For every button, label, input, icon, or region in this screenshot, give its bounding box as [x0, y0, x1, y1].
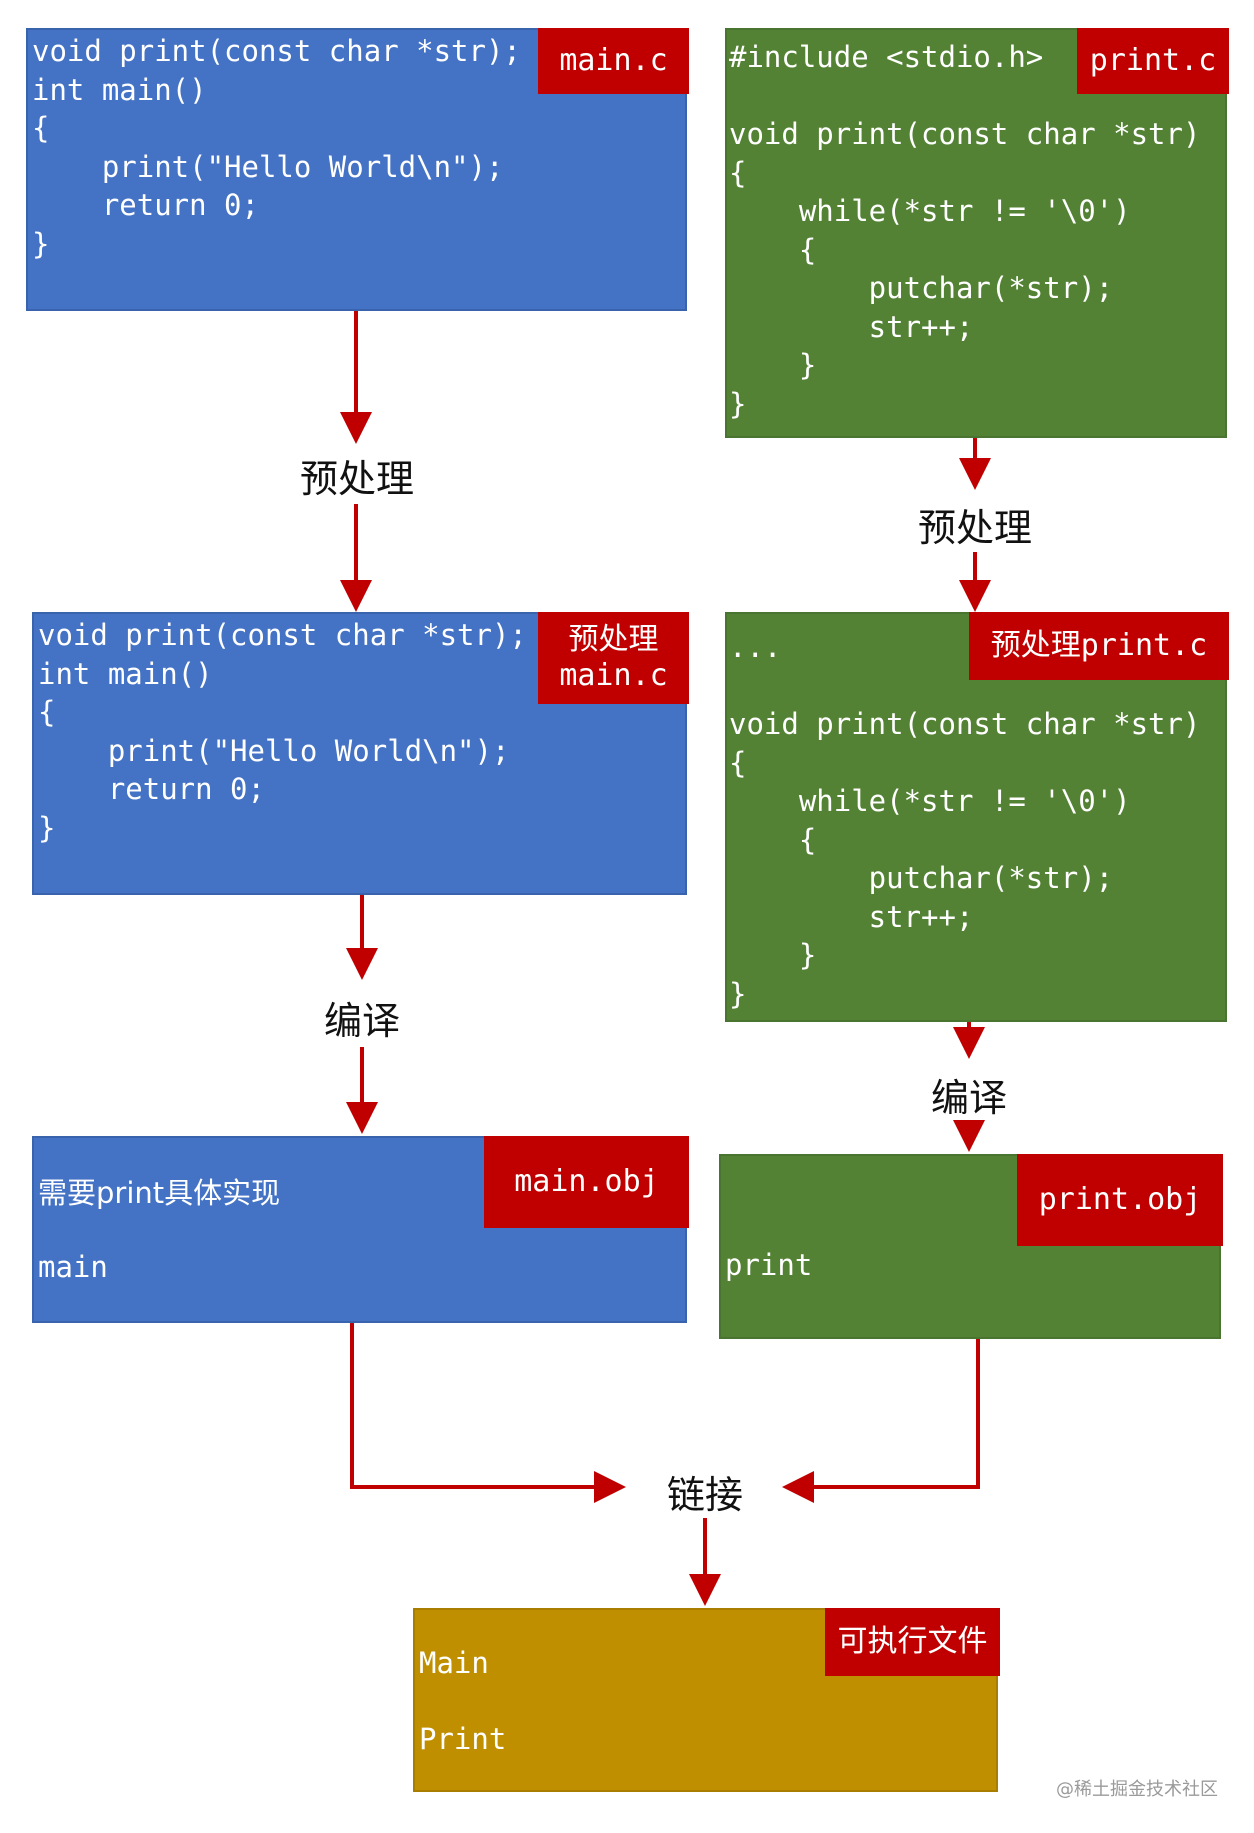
preprocessed-main-c-box: void print(const char *str); int main() …: [32, 612, 689, 895]
step-preprocess-left: 预处理: [299, 457, 415, 501]
main-obj-box: main.obj 需要print具体实现 main: [32, 1136, 689, 1323]
executable-symbol-print: Print: [419, 1722, 507, 1756]
main-obj-symbol-main: main: [38, 1250, 108, 1284]
main-c-box: void print(const char *str); int main() …: [26, 28, 689, 311]
print-obj-tag: print.obj: [1017, 1154, 1223, 1246]
preprocessed-print-c-box: ... void print(const char *str) { while(…: [725, 612, 1229, 1022]
main-obj-tag: main.obj: [484, 1136, 689, 1228]
main-obj-unresolved-text: 需要print具体实现: [38, 1176, 281, 1210]
executable-tag: 可执行文件: [825, 1608, 1000, 1676]
step-preprocess-right: 预处理: [917, 506, 1033, 550]
print-c-box: #include <stdio.h> void print(const char…: [725, 28, 1229, 438]
executable-symbol-main: Main: [419, 1646, 489, 1680]
preprocessed-main-c-tag: 预处理 main.c: [538, 612, 689, 704]
preprocessed-print-c-tag: 预处理print.c: [969, 612, 1229, 680]
step-link: 链接: [666, 1473, 744, 1517]
preprocessed-main-c-code: void print(const char *str); int main() …: [38, 618, 527, 845]
print-c-code: #include <stdio.h> void print(const char…: [729, 40, 1201, 421]
main-c-tag: main.c: [538, 28, 689, 94]
step-compile-right: 编译: [930, 1076, 1008, 1120]
print-obj-box: print.obj print: [719, 1154, 1223, 1339]
watermark: @稀土掘金技术社区: [1056, 1779, 1218, 1800]
arrow-obj-right-to-link: [782, 1338, 980, 1503]
executable-box: 可执行文件 Main Print: [413, 1608, 1000, 1792]
print-obj-symbol-print: print: [725, 1248, 813, 1282]
preprocessed-print-c-code: ... void print(const char *str) { while(…: [729, 630, 1201, 1011]
main-c-code: void print(const char *str); int main() …: [32, 34, 521, 261]
step-compile-left: 编译: [323, 999, 401, 1043]
print-c-tag: print.c: [1077, 28, 1229, 94]
arrow-obj-left-to-link: [350, 1322, 626, 1503]
